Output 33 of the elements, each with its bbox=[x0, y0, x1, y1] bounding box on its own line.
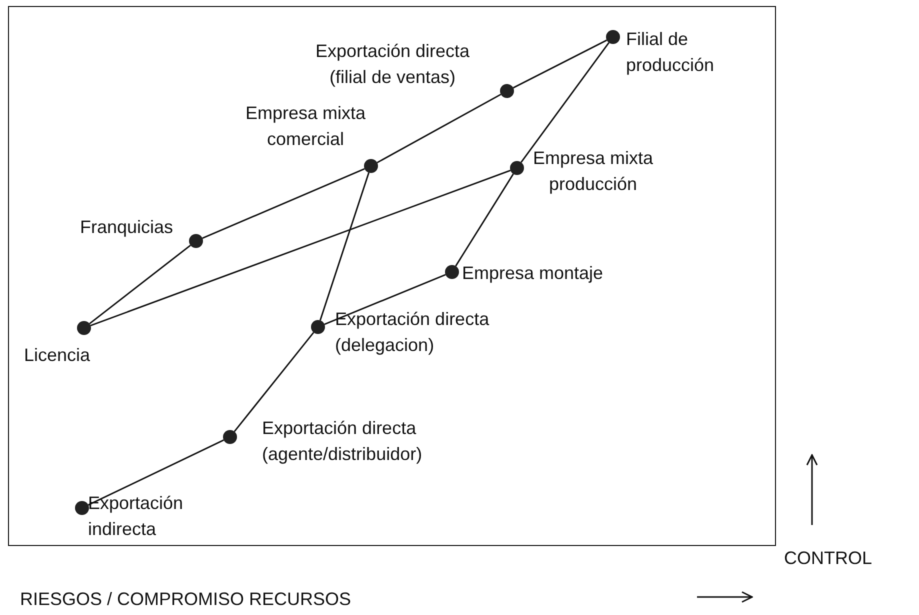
connector-line bbox=[455, 174, 514, 266]
data-point bbox=[606, 30, 620, 44]
data-point bbox=[311, 320, 325, 334]
data-point bbox=[510, 161, 524, 175]
point-label: Exportación directa (filial de ventas) bbox=[314, 40, 471, 89]
data-point bbox=[77, 321, 91, 335]
connector-line bbox=[89, 244, 191, 324]
connector-line bbox=[324, 274, 446, 326]
axis-label: CONTROL bbox=[784, 547, 872, 570]
data-point bbox=[75, 501, 89, 515]
connector-line bbox=[234, 332, 314, 432]
data-point bbox=[223, 430, 237, 444]
connector-line bbox=[512, 40, 608, 88]
data-point bbox=[445, 265, 459, 279]
point-label: Exportación directa (delegacion) bbox=[335, 308, 490, 357]
connector-line bbox=[88, 439, 224, 506]
axis-label: RIESGOS / COMPROMISO RECURSOS bbox=[20, 588, 352, 611]
connector-line bbox=[90, 170, 511, 326]
data-point bbox=[364, 159, 378, 173]
connector-line bbox=[520, 42, 610, 163]
connector-line bbox=[202, 168, 365, 239]
point-label: Empresa mixta comercial bbox=[244, 102, 367, 151]
point-label: Exportación indirecta bbox=[88, 492, 184, 541]
point-label: Empresa montaje bbox=[462, 262, 604, 285]
point-label: Exportación directa (agente/distribuidor) bbox=[262, 417, 424, 466]
data-point bbox=[189, 234, 203, 248]
point-label: Licencia bbox=[24, 344, 92, 367]
point-label: Filial de producción bbox=[626, 28, 716, 77]
point-label: Franquicias bbox=[80, 216, 174, 239]
point-label: Empresa mixta producción bbox=[532, 147, 654, 196]
connector-line bbox=[376, 94, 502, 164]
connector-line bbox=[319, 172, 370, 321]
data-point bbox=[500, 84, 514, 98]
